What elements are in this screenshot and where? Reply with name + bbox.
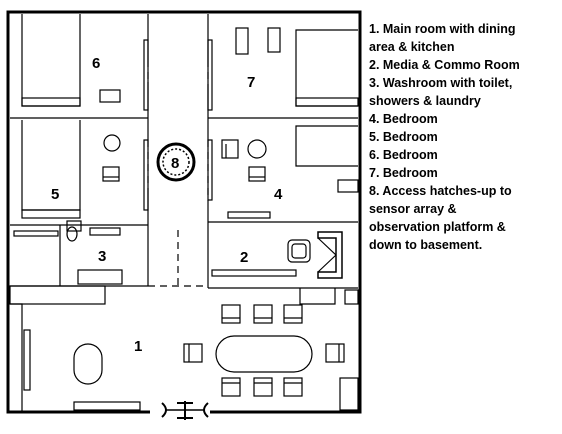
legend-line: sensor array & xyxy=(369,202,457,216)
floor-plan: 6 7 5 4 8 3 2 1 xyxy=(6,10,362,420)
bedroom-4-walls xyxy=(207,118,358,223)
bedroom-4-furniture xyxy=(207,125,359,219)
room-label-8: 8 xyxy=(171,155,179,172)
legend-line: 6. Bedroom xyxy=(369,148,438,162)
legend-line: 5. Bedroom xyxy=(369,130,438,144)
legend-line: 1. Main room with dining xyxy=(369,22,516,36)
room-label-2: 2 xyxy=(240,249,248,266)
main-room-furniture xyxy=(23,304,359,411)
washroom-3-walls xyxy=(10,225,149,287)
bedroom-6-walls xyxy=(10,14,149,119)
room-label-7: 7 xyxy=(247,74,255,91)
legend-line: 2. Media & Commo Room xyxy=(369,58,520,72)
double-door-entrance-icon[interactable] xyxy=(150,401,210,420)
legend-line: 3. Washroom with toilet, xyxy=(369,76,513,90)
main-room-walls xyxy=(9,285,359,412)
room-label-3: 3 xyxy=(98,248,106,265)
legend-line: showers & laundry xyxy=(369,94,481,108)
bedroom-7-furniture xyxy=(207,27,359,111)
legend-line: 8. Access hatches-up to xyxy=(369,184,512,198)
legend-line: 7. Bedroom xyxy=(369,166,438,180)
room-label-4: 4 xyxy=(274,186,283,203)
legend-line: area & kitchen xyxy=(369,40,455,54)
circular-hatch-icon[interactable] xyxy=(156,142,196,182)
bedroom-5-furniture xyxy=(21,120,149,219)
bedroom-5-walls xyxy=(10,118,149,226)
bedroom-6-furniture xyxy=(21,14,149,111)
room-label-5: 5 xyxy=(51,186,59,203)
legend-line: observation platform & xyxy=(369,220,506,234)
corridor-openings xyxy=(147,60,209,287)
legend-line: down to basement. xyxy=(369,238,483,252)
room-label-6: 6 xyxy=(92,55,100,72)
legend-line: 4. Bedroom xyxy=(369,112,438,126)
washroom-fixtures xyxy=(13,220,123,285)
room-label-1: 1 xyxy=(134,338,142,355)
room-legend: 1. Main room with dining area & kitchen … xyxy=(369,20,559,254)
media-room-furniture xyxy=(211,231,343,279)
media-room-2-walls xyxy=(207,222,358,289)
